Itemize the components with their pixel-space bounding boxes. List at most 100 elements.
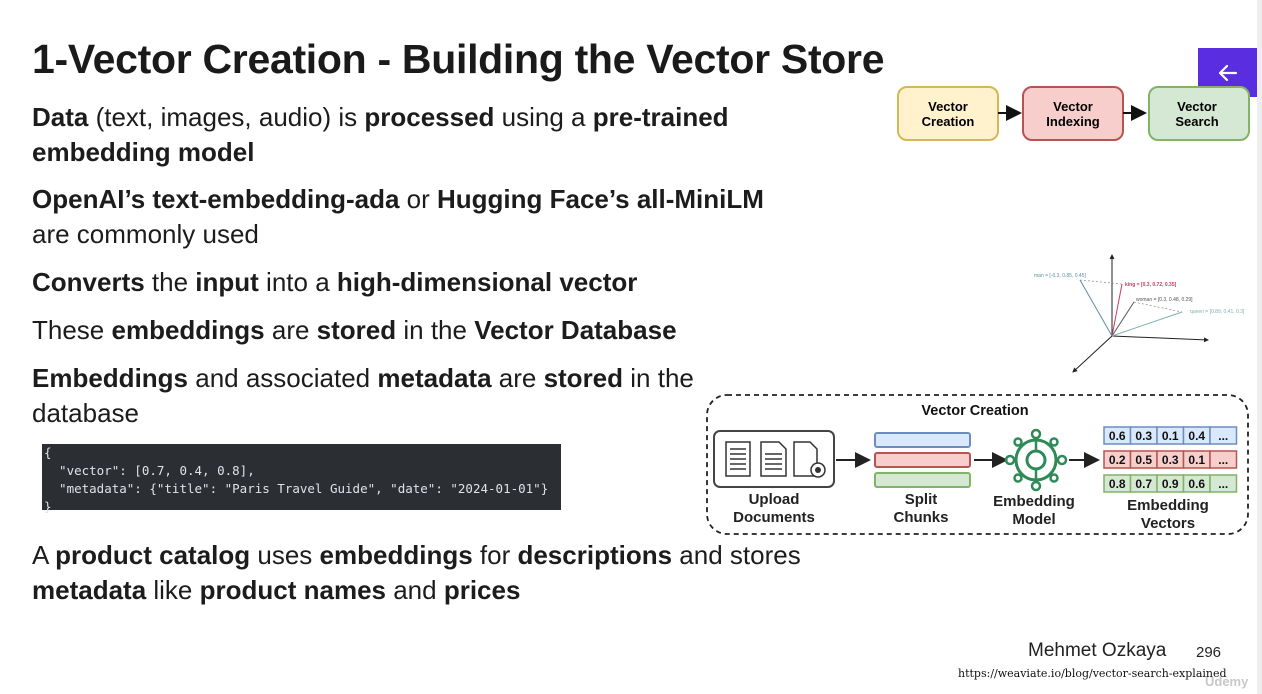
bullet-run: embeddings [111,315,265,345]
bullet-run: OpenAI’s text-embedding-ada [32,184,400,214]
bullet-run: in the database [32,363,694,428]
upload-label: Documents [733,509,815,526]
creation-border [706,394,1249,535]
pipeline-step-label: Vector [1053,99,1093,114]
bullet-run: high-dimensional vector [336,267,638,297]
model-label: Model [1012,511,1055,528]
chunk-bar [874,432,971,448]
vector-cell-value: 0.1 [1162,429,1179,443]
vector-cell-value: 0.8 [1109,477,1126,491]
bullet-run: stored [543,363,624,393]
bullet-run: for [472,540,518,570]
vector-cell-value: 0.4 [1188,429,1205,443]
axis-line [1072,335,1113,373]
relation-line [1133,301,1183,313]
bullet-run: into a [258,267,337,297]
relation-line [1079,279,1123,285]
vector-cell-value: ... [1218,477,1228,491]
pipeline-step-label: Vector [1177,99,1217,114]
vector-cell [1209,450,1238,469]
vector-cell-value: 0.6 [1188,477,1205,491]
bullet-stored-vector-db: These embeddings are stored in the Vecto… [32,313,832,348]
embedding-vectors-grid: 0.6 0.3 0.1 0.4... 0.2 0.5 0.3 0.1... 0.8 0.7 0.9 0… [1103,426,1238,493]
vector-creation-diagram: Vector Creation Upload Documents Split C… [706,394,1249,535]
bullet-run: input [195,267,259,297]
vector-woman [1111,301,1135,337]
pipeline-step-indexing: Vector Indexing [1022,86,1124,141]
code-snippet: { "vector": [0.7, 0.4, 0.8], "metadata":… [42,444,561,514]
chunk-bar [874,452,971,468]
bullet-product-catalog: A product catalog uses embeddings for de… [32,538,822,608]
creation-title: Vector Creation [921,403,1028,419]
bullet-run: and [386,575,444,605]
bullet-run: Hugging Face’s all-MiniLM [437,184,764,214]
bullet-metadata-stored: Embeddings and associated metadata are s… [32,361,792,431]
bullet-run: descriptions [517,540,673,570]
axis-line [1111,335,1209,343]
pipeline-step-search: Vector Search [1148,86,1250,141]
bullet-run: using a [494,102,593,132]
vector-cell-value: ... [1218,453,1228,467]
vector-cell-value: 0.6 [1109,429,1126,443]
bullet-run: are [264,315,317,345]
bullet-run: embeddings [319,540,473,570]
vector-cell [1209,426,1238,445]
vectors-label: Embedding [1127,497,1209,514]
bullet-run: processed [364,102,495,132]
vector-cell-value: 0.3 [1162,453,1179,467]
bullet-run: pre-trained embedding model [32,102,729,167]
vector-cell-value: 0.2 [1109,453,1126,467]
bullet-run: Converts [32,267,145,297]
bullet-run: Embeddings [32,363,189,393]
bullet-converts-input: Converts the input into a high-dimension… [32,265,832,300]
bullet-run: and associated [188,363,378,393]
vectors-label: Vectors [1141,515,1195,532]
vector-cell-value: 0.3 [1135,429,1152,443]
pipeline-step-label: Creation [922,114,975,129]
bullet-run: Vector Database [474,315,677,345]
bullet-run: (text, images, audio) is [88,102,365,132]
bullet-run: are [491,363,544,393]
vector-cell [1209,474,1238,493]
vector-cell-value: 0.9 [1162,477,1179,491]
vector-cell-value: 0.1 [1188,453,1205,467]
vector-cell-value: 0.5 [1135,453,1152,467]
bullet-run: the [144,267,196,297]
bullet-run: uses [250,540,320,570]
model-label: Embedding [993,493,1075,510]
bullet-embedding-models: OpenAI’s text-embedding-ada or Hugging F… [32,182,772,252]
bullet-run: are commonly used [32,219,259,249]
pipeline-step-label: Vector [928,99,968,114]
vector-man [1079,279,1113,337]
chunk-bar [874,472,971,488]
bullet-run: Data [32,102,89,132]
page-number: 296 [1196,644,1222,661]
udemy-watermark: Udemy [1205,674,1249,689]
point-label-queen: queen = [0.89, 0.41, 0.3] [1190,309,1245,315]
vector-queen [1111,311,1183,337]
bullet-run: like [146,575,200,605]
slide-title: 1-Vector Creation - Building the Vector … [32,36,885,82]
bullet-run: or [399,184,437,214]
bullet-run: metadata [32,575,147,605]
vector-cell-value: 0.7 [1135,477,1152,491]
source-url: https://weaviate.io/blog/vector-search-e… [958,667,1227,680]
bullet-run: metadata [377,363,492,393]
bullet-data-processed: Data (text, images, audio) is processed … [32,100,832,170]
code-text: { "vector": [0.7, 0.4, 0.8], "metadata":… [44,445,549,514]
pipeline-diagram: Vector Creation Vector Indexing Vector S… [897,86,1250,141]
upload-documents-icon [713,430,835,488]
bullet-run: stored [316,315,397,345]
author-name: Mehmet Ozkaya [1028,640,1167,661]
bullet-run: product catalog [55,540,251,570]
bullet-run: prices [443,575,521,605]
bullet-run: in the [396,315,475,345]
pipeline-step-label: Indexing [1046,114,1100,129]
arrow-left-icon [1218,64,1237,81]
point-label-king: king = [0.3, 0.72, 0.35] [1125,282,1177,288]
upload-label: Upload [749,491,800,508]
bullet-run: These [32,315,112,345]
bullet-run: and stores [672,540,801,570]
scroll-edge [1257,0,1262,694]
point-label-man: man = [-0.3, 0.85, 0.45] [1034,273,1086,279]
